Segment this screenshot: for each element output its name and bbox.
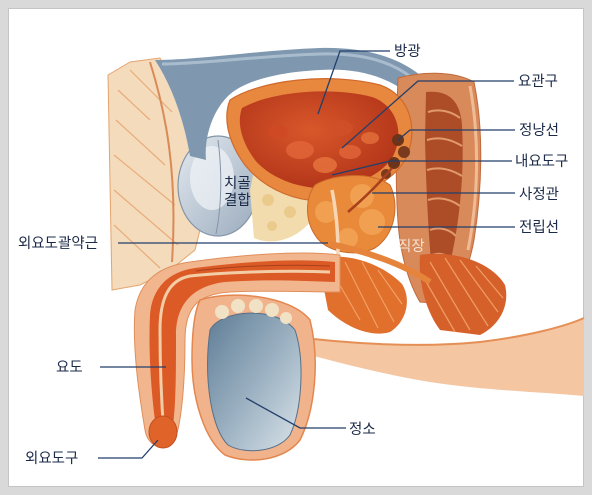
label-internal-urethral-orifice: 내요도구 (515, 153, 568, 170)
label-external-urethral-orifice: 외요도구 (25, 450, 78, 467)
label-prostate: 전립선 (519, 219, 559, 236)
label-bladder: 방광 (394, 43, 421, 60)
testis (208, 299, 301, 451)
perineal-skin (288, 318, 584, 396)
anal-sphincter (420, 254, 507, 335)
label-ureteral-orifice: 요관구 (518, 73, 558, 90)
label-pubic-symphysis-line1: 치골 (224, 175, 251, 192)
label-pubic-symphysis-line2: 결합 (224, 192, 251, 209)
label-seminal-vesicle: 정낭선 (519, 122, 559, 139)
label-urethra: 요도 (56, 360, 83, 376)
label-ejaculatory-duct: 사정관 (519, 186, 559, 203)
label-external-urethral-sphincter: 외요도괄약근 (18, 235, 98, 252)
label-rectum: 직장 (398, 238, 425, 255)
label-testis: 정소 (349, 421, 376, 438)
leader-line-external-urethral-orifice (98, 440, 158, 458)
glans (149, 416, 177, 448)
